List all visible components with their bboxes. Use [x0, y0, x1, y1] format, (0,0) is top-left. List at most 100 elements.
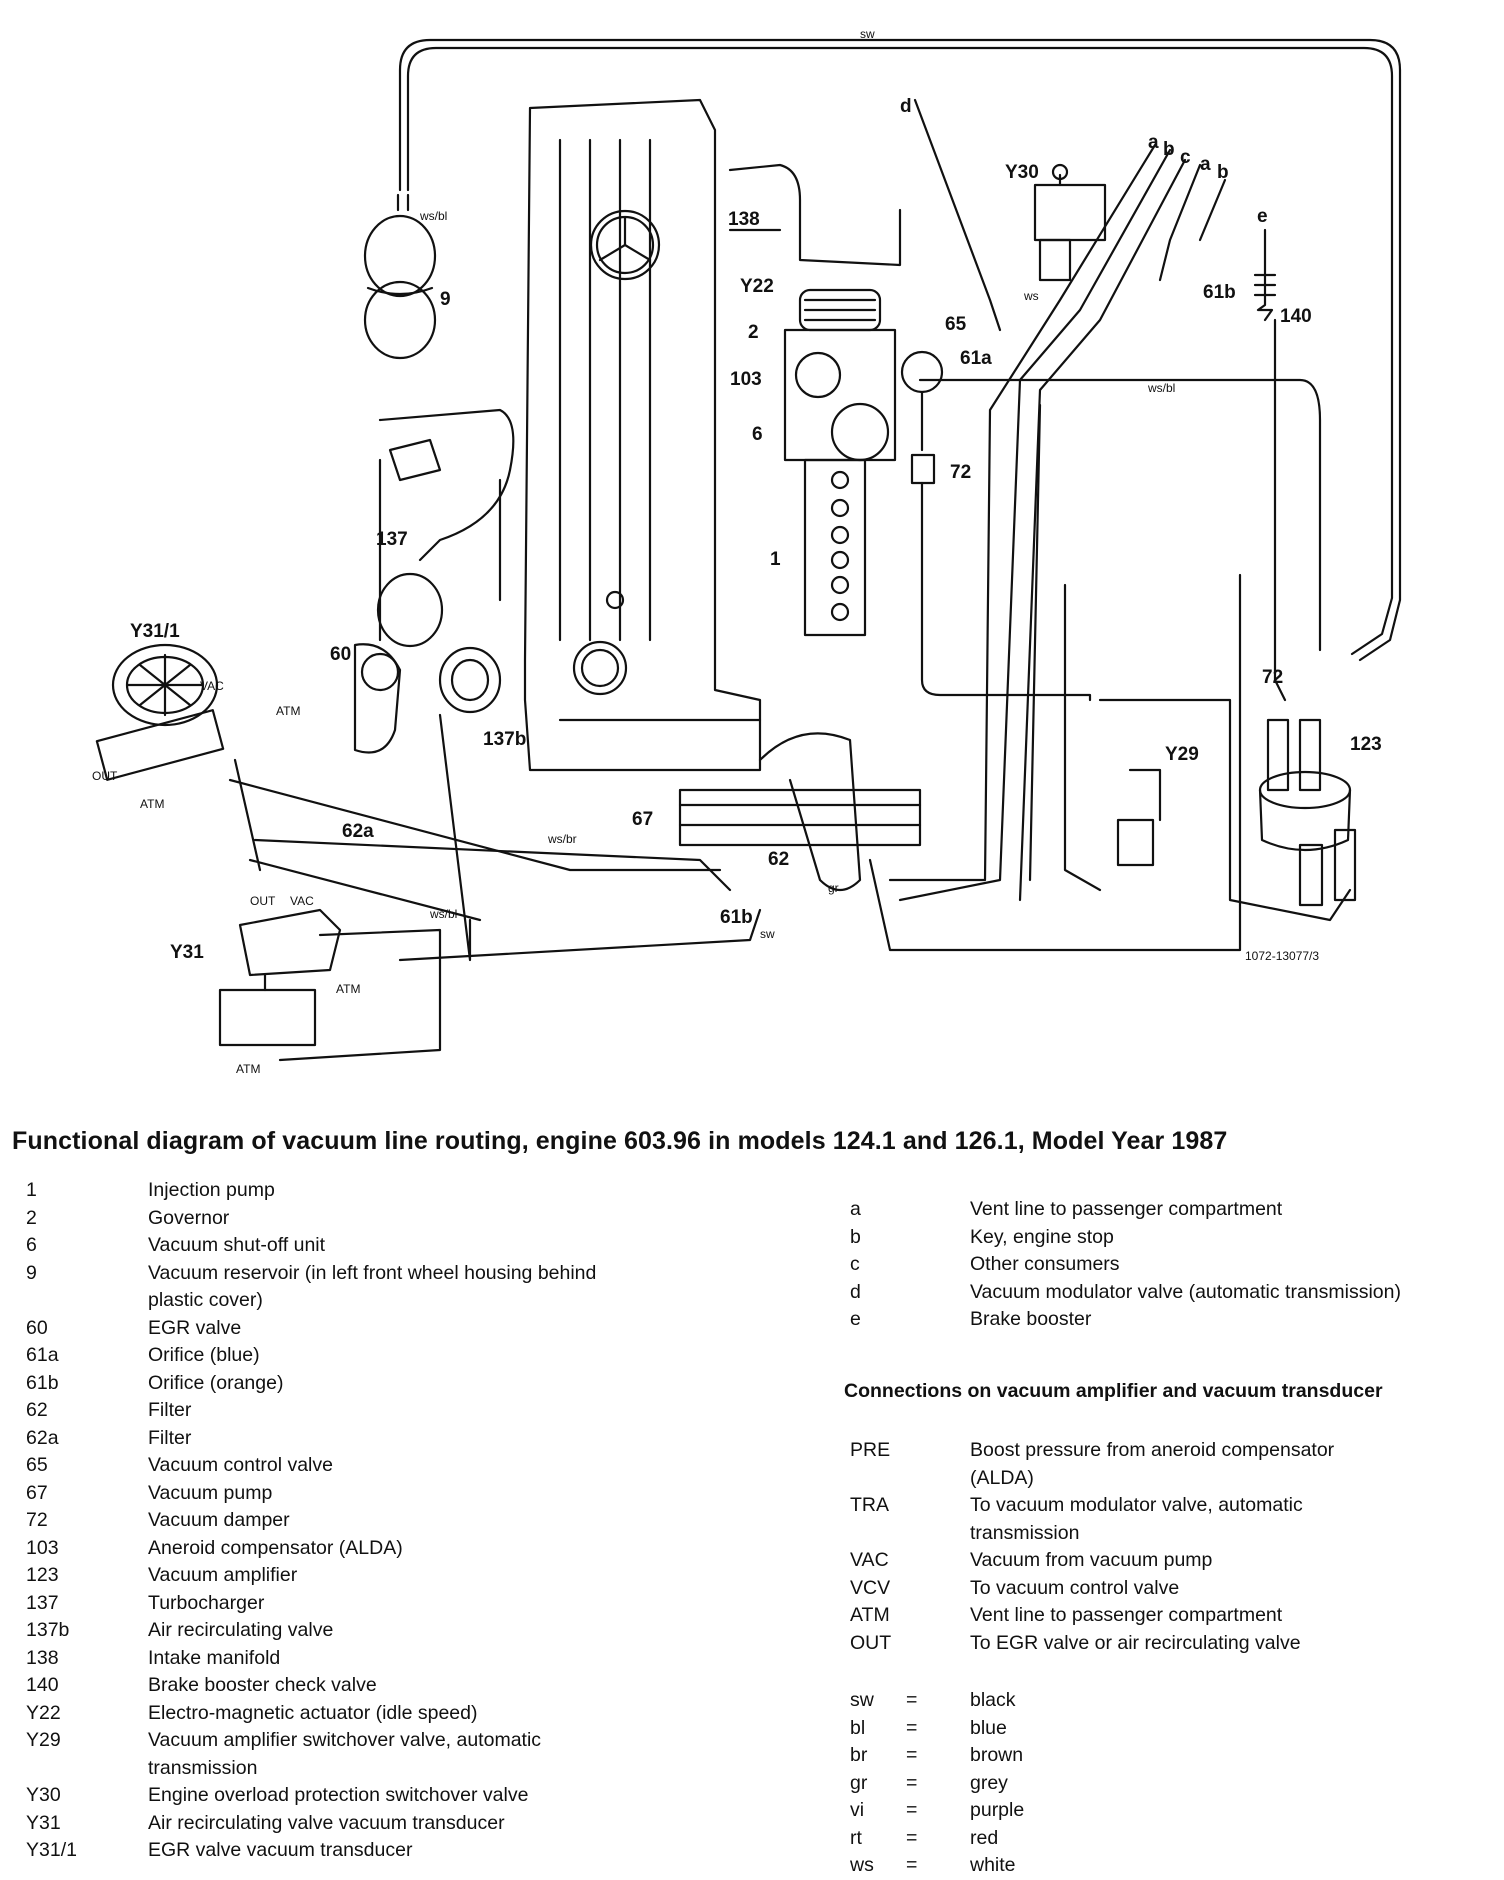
legend-description: Vacuum damper: [148, 1509, 290, 1531]
label-72: 72: [950, 462, 971, 483]
legend-description: Electro-magnetic actuator (idle speed): [148, 1701, 478, 1724]
label-6: 6: [752, 424, 763, 445]
label-y30: Y30: [1005, 162, 1039, 183]
label-103: 103: [730, 369, 762, 390]
legend-description: Filter: [148, 1426, 192, 1449]
legend-code: 137b: [26, 1619, 70, 1641]
tag-atm4: ATM: [236, 1062, 260, 1076]
legend-code: PRE: [850, 1439, 891, 1461]
label-138: 138: [728, 209, 760, 230]
legend-code: b: [850, 1225, 861, 1248]
injection-pump-1: [803, 458, 867, 637]
legend-description: Vent line to passenger compartment: [970, 1198, 1283, 1220]
label-62a: 62a: [342, 821, 374, 842]
legend-code: 65: [26, 1454, 48, 1476]
legend-row: gr=grey: [850, 1770, 1250, 1798]
legend-description: Filter: [148, 1399, 192, 1421]
legend-description: EGR valve: [148, 1316, 242, 1339]
egr-transducer-y31-1: [111, 643, 219, 727]
legend-description: Brake booster: [970, 1308, 1092, 1330]
shut-off-unit-6: [830, 402, 890, 462]
legend-code: VCV: [850, 1576, 891, 1599]
legend-code: OUT: [850, 1631, 892, 1654]
wire-ws-br: ws/br: [547, 832, 577, 846]
recirculating-valve-137b: [438, 646, 502, 714]
aneroid-compensator-103: [794, 351, 842, 399]
legend-equals: =: [906, 1826, 918, 1849]
legend-description: Vent line to passenger compartment: [970, 1604, 1283, 1626]
y29-valve: [1116, 818, 1155, 867]
legend-code: VAC: [850, 1549, 889, 1571]
label-e: e: [1257, 206, 1268, 227]
legend-code: Y22: [26, 1701, 61, 1724]
y31-transducer: [238, 908, 342, 977]
legend-code: ATM: [850, 1604, 890, 1626]
legend-code: 137: [26, 1591, 59, 1614]
legend-description: Injection pump: [148, 1179, 275, 1201]
legend-code: 61b: [26, 1371, 59, 1394]
legend-code: 9: [26, 1261, 37, 1284]
vacuum-routing-diagram: 9 138 Y30 Y22 2 65 61a 103 6 72 1 137 Y3…: [92, 27, 1402, 1076]
legend-row: Y22 Electro-magnetic actuator (idle speed…: [26, 1700, 626, 1728]
legend-row: bl=blue: [850, 1715, 1250, 1743]
ref-code: 1072-13077/3: [1245, 949, 1319, 963]
legend-description: Vacuum pump: [148, 1481, 273, 1504]
legend-description: Brake booster check valve: [148, 1674, 377, 1696]
legend-code: 1: [26, 1179, 37, 1201]
label-9: 9: [440, 289, 451, 310]
label-y31-1: Y31/1: [130, 621, 180, 642]
wire-sw-bottom: sw: [760, 927, 775, 941]
legend-description: Vacuum from vacuum pump: [970, 1549, 1213, 1571]
legend-code: 138: [26, 1646, 59, 1669]
tag-out: OUT: [92, 769, 118, 783]
legend-description: red: [970, 1826, 999, 1849]
diagram-title: Functional diagram of vacuum line routin…: [12, 1127, 1228, 1155]
legend-row: rt = red: [850, 1825, 1250, 1853]
tag-atm: ATM: [276, 704, 300, 718]
legend-description: Turbocharger: [148, 1591, 265, 1614]
legend-description: Orifice (blue): [148, 1344, 260, 1366]
vacuum-damper-72: [910, 453, 936, 485]
legend-code: br: [850, 1744, 868, 1766]
legend-equals: =: [906, 1744, 918, 1766]
wire-ws-bl-right: ws/bl: [1147, 381, 1175, 395]
label-61b-right: 61b: [1203, 282, 1236, 303]
legend-code: e: [850, 1308, 861, 1330]
legend-code: vi: [850, 1799, 865, 1821]
legend-row: ws=white: [850, 1852, 1250, 1880]
label-y31: Y31: [170, 942, 204, 963]
label-y29: Y29: [1165, 744, 1199, 765]
legend-row: e Brake booster: [850, 1306, 1490, 1334]
legend-description: black: [970, 1689, 1016, 1711]
legend-row: VAC Vacuum from vacuum pump: [850, 1547, 1490, 1575]
legend-code: d: [850, 1280, 861, 1303]
wire-ws-bl-bottom: ws/bl: [429, 907, 457, 921]
legend-description: grey: [970, 1771, 1008, 1794]
label-a: a: [1148, 132, 1159, 153]
legend-description: white: [970, 1854, 1016, 1876]
tag-vac: VAC: [200, 679, 224, 693]
legend-code: Y31/1: [26, 1839, 77, 1861]
label-140: 140: [1280, 306, 1312, 327]
y30-valve: [1033, 183, 1107, 242]
legend-row: br=brown: [850, 1742, 1250, 1770]
wire-gr: gr: [828, 881, 839, 895]
legend-description: Air recirculating valve: [148, 1619, 334, 1641]
label-2: 2: [748, 322, 759, 343]
turbocharger-137: [378, 408, 515, 562]
legend-code: rt: [850, 1826, 862, 1849]
